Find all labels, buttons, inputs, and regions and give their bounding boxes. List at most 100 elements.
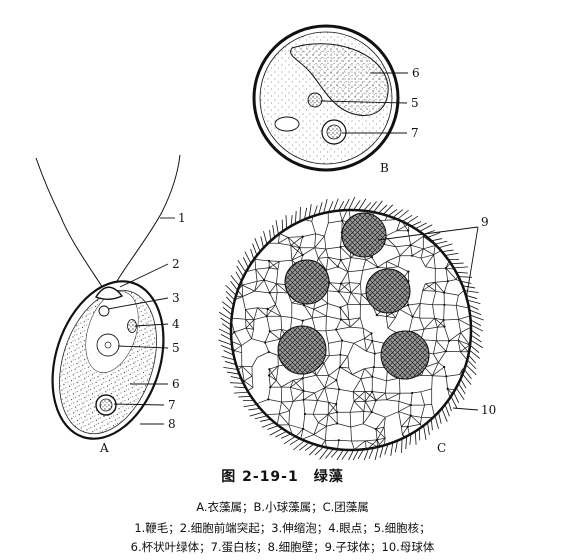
flagellum-hair xyxy=(243,404,258,408)
somatic-cell xyxy=(335,379,338,382)
daughter-colony xyxy=(284,259,330,305)
somatic-cell xyxy=(231,426,234,429)
flagellum-hair xyxy=(223,350,234,356)
somatic-cell xyxy=(407,229,410,232)
somatic-cell xyxy=(447,221,450,225)
somatic-cell xyxy=(409,414,412,417)
somatic-cell xyxy=(339,306,342,309)
flagellum-hair xyxy=(223,367,238,370)
flagellum-hair xyxy=(401,438,403,454)
flagellum-hair xyxy=(460,280,472,284)
somatic-cell xyxy=(445,375,448,378)
somatic-cell xyxy=(301,319,304,322)
flagellum-hair xyxy=(394,440,398,453)
flagellum-hair xyxy=(469,344,480,354)
label-9: 9 xyxy=(481,215,489,229)
flagellum-hair xyxy=(236,265,244,277)
flagellum-hair xyxy=(384,444,389,455)
nucleolus xyxy=(104,341,112,349)
somatic-cell xyxy=(374,428,378,431)
somatic-cell xyxy=(337,439,340,442)
label-1: 1 xyxy=(178,211,186,225)
somatic-cell xyxy=(442,318,445,322)
flagellum-hair xyxy=(244,251,252,264)
flagellum-hair xyxy=(470,339,484,349)
flagellum-hair xyxy=(293,440,305,451)
somatic-cell xyxy=(262,211,266,214)
flagellum-hair xyxy=(242,257,249,269)
flagellum-hair xyxy=(229,382,244,384)
flagellum-hair xyxy=(252,243,258,256)
flagellum-hair xyxy=(379,445,384,458)
flagellum-hair xyxy=(333,198,339,212)
somatic-cell xyxy=(302,389,305,393)
flagellum-hair xyxy=(363,448,369,460)
flagellum-hair xyxy=(434,240,448,245)
flagellum-hair xyxy=(226,296,234,306)
flagellum-hair xyxy=(318,202,323,215)
somatic-cell xyxy=(339,282,343,285)
flagellum-hair xyxy=(357,449,364,460)
flagellum-hair xyxy=(230,280,238,291)
panel-label-b: B xyxy=(380,161,389,175)
flagellum-hair xyxy=(299,442,310,451)
somatic-cell xyxy=(231,210,232,212)
somatic-cell xyxy=(446,280,449,283)
somatic-cell xyxy=(443,303,446,306)
flagellum-hair xyxy=(469,309,482,316)
somatic-cell xyxy=(339,245,342,249)
flagellum-hair xyxy=(470,319,482,326)
daughter-colony xyxy=(365,268,411,314)
label-7-b: 7 xyxy=(411,126,419,140)
somatic-cell xyxy=(335,328,338,331)
somatic-cell xyxy=(447,437,450,440)
somatic-cell xyxy=(233,349,236,352)
contractile-vacuole xyxy=(98,305,110,317)
flagellum-hair xyxy=(225,284,237,296)
flagellum-hair xyxy=(348,196,356,211)
flagellum-hair xyxy=(447,400,452,412)
flagellum-hair xyxy=(352,449,359,460)
label-4: 4 xyxy=(172,317,180,331)
flagellum-hair xyxy=(249,411,264,417)
flagellum-hair xyxy=(295,210,297,224)
somatic-cell xyxy=(341,219,344,222)
somatic-cell xyxy=(443,247,446,250)
somatic-cell xyxy=(227,440,229,442)
flagellum-hair xyxy=(308,445,320,456)
flagellum-hair xyxy=(237,259,247,273)
panel-label-c: C xyxy=(437,441,446,455)
somatic-cell xyxy=(338,366,342,369)
somatic-cell xyxy=(269,386,272,389)
volvox-panel xyxy=(218,196,484,460)
label-6-b: 6 xyxy=(412,66,420,80)
flagellum-hair xyxy=(275,430,287,438)
flagellum-hair xyxy=(464,290,479,293)
somatic-cell xyxy=(266,220,269,223)
somatic-cell xyxy=(448,410,451,413)
somatic-cell xyxy=(233,331,236,334)
somatic-cell xyxy=(301,253,304,257)
flagellum-hair xyxy=(218,311,232,321)
flagellum-right xyxy=(113,154,181,287)
flagellum-hair xyxy=(220,317,232,326)
somatic-cell xyxy=(335,402,338,406)
somatic-cell xyxy=(406,425,409,428)
somatic-cell xyxy=(267,259,271,262)
label-3: 3 xyxy=(172,291,180,305)
label-5-b: 5 xyxy=(411,96,419,110)
somatic-cell xyxy=(443,325,446,328)
flagellum-hair xyxy=(254,415,268,420)
somatic-cell xyxy=(339,318,343,321)
flagellum-hair xyxy=(438,412,442,424)
flagellum-hair xyxy=(423,425,427,440)
flagellum-hair xyxy=(308,204,312,218)
flagellum-hair xyxy=(368,201,377,212)
chlorella-panel xyxy=(252,24,400,172)
flagellum-hair xyxy=(378,204,388,214)
flagellum-hair xyxy=(444,252,459,256)
somatic-cell xyxy=(231,388,232,391)
leader-lines xyxy=(107,72,479,425)
somatic-cell xyxy=(303,412,306,416)
somatic-cell xyxy=(301,377,304,380)
